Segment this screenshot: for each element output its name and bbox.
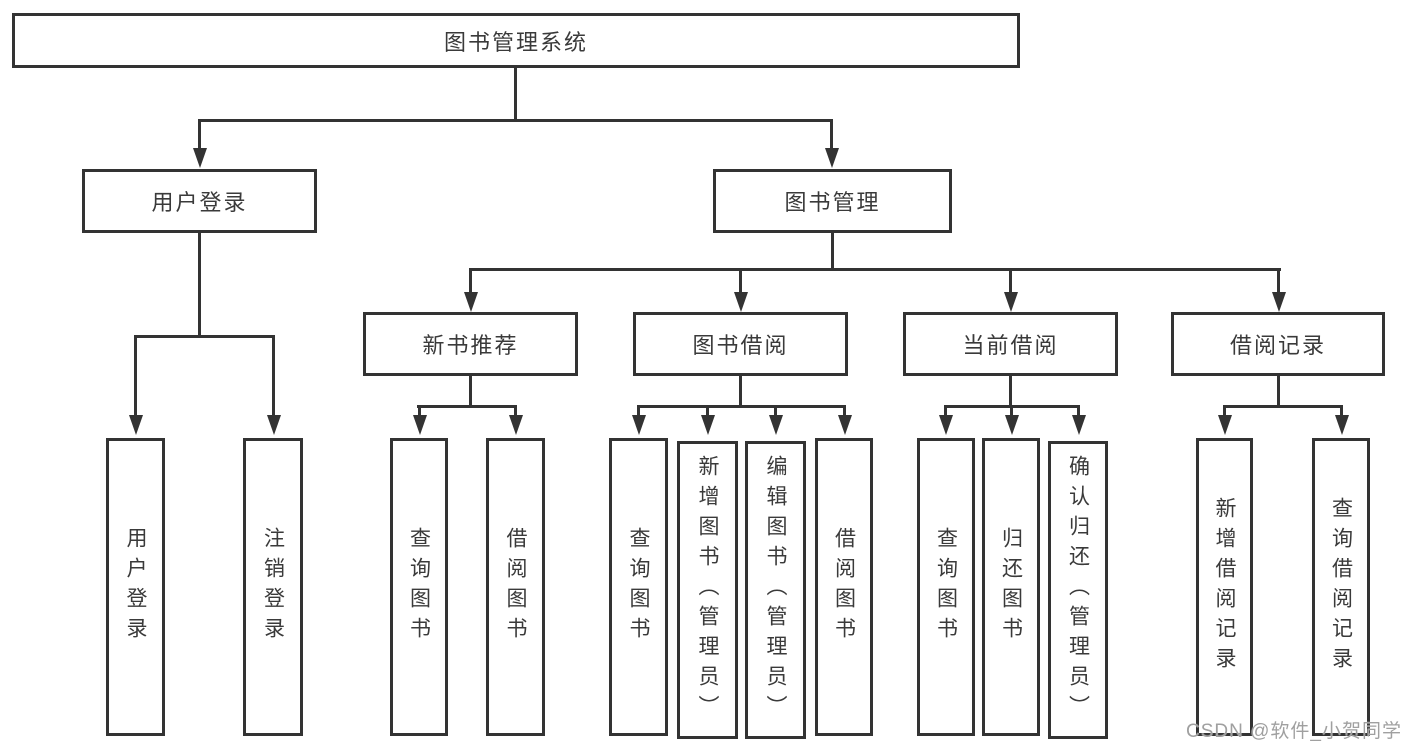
connector-branch: [469, 268, 1281, 271]
connector-stem: [739, 376, 742, 408]
leaf-current-confirm-return: 确认归还（管理员）: [1048, 441, 1108, 739]
leaf-label: 注销登录: [261, 527, 285, 647]
arrow-down-icon: [192, 119, 207, 168]
connector-stem: [1009, 376, 1012, 408]
node-current-borrow: 当前借阅: [903, 312, 1118, 376]
leaf-label: 查询图书: [627, 527, 650, 647]
leaf-label: 编辑图书（管理员）: [764, 455, 787, 725]
arrow-down-icon: [938, 405, 953, 435]
arrow-down-icon: [733, 268, 748, 312]
connector-branch: [198, 119, 832, 122]
leaf-borrow-query-book: 查询图书: [609, 438, 668, 736]
leaf-label: 查询借阅记录: [1329, 497, 1353, 677]
leaf-recommend-query-book: 查询图书: [390, 438, 448, 736]
leaf-logout: 注销登录: [243, 438, 303, 736]
leaf-label: 查询图书: [407, 527, 431, 647]
arrow-down-icon: [412, 405, 427, 435]
leaf-label: 新增图书（管理员）: [696, 455, 719, 725]
leaf-current-query-book: 查询图书: [917, 438, 975, 736]
connector-stem: [514, 68, 517, 122]
arrow-down-icon: [1003, 268, 1018, 312]
node-book-borrow: 图书借阅: [633, 312, 848, 376]
connector-stem: [198, 233, 201, 338]
leaf-current-return-book: 归还图书: [982, 438, 1040, 736]
node-new-book-recommend: 新书推荐: [363, 312, 578, 376]
arrow-down-icon: [128, 335, 143, 435]
leaf-label: 借阅图书: [832, 527, 856, 647]
arrow-down-icon: [824, 119, 839, 168]
leaf-user-login: 用户登录: [106, 438, 165, 736]
node-user-login: 用户登录: [82, 169, 317, 233]
csdn-watermark: CSDN @软件_小贺同学: [1186, 721, 1402, 742]
leaf-label: 确认归还（管理员）: [1066, 455, 1090, 725]
arrow-down-icon: [1071, 405, 1086, 435]
arrow-down-icon: [837, 405, 852, 435]
connector-stem: [831, 233, 834, 271]
arrow-down-icon: [266, 335, 281, 435]
connector-branch: [637, 405, 846, 408]
arrow-down-icon: [508, 405, 523, 435]
arrow-down-icon: [1271, 268, 1286, 312]
connector-branch: [134, 335, 275, 338]
leaf-borrow-edit-book: 编辑图书（管理员）: [745, 441, 806, 739]
arrow-down-icon: [463, 268, 478, 312]
leaf-label: 借阅图书: [504, 527, 527, 647]
connector-branch: [1223, 405, 1342, 408]
leaf-borrow-borrow-book: 借阅图书: [815, 438, 873, 736]
arrow-down-icon: [1004, 405, 1019, 435]
arrow-down-icon: [768, 405, 783, 435]
node-book-management: 图书管理: [713, 169, 952, 233]
leaf-label: 查询图书: [934, 527, 958, 647]
leaf-records-add-record: 新增借阅记录: [1196, 438, 1253, 736]
leaf-label: 用户登录: [124, 527, 147, 647]
leaf-label: 归还图书: [999, 527, 1023, 647]
leaf-recommend-borrow-book: 借阅图书: [486, 438, 545, 736]
leaf-borrow-add-book: 新增图书（管理员）: [677, 441, 738, 739]
node-library-management-system: 图书管理系统: [12, 13, 1020, 68]
node-borrow-records: 借阅记录: [1171, 312, 1385, 376]
arrow-down-icon: [700, 405, 715, 435]
connector-stem: [469, 376, 472, 408]
arrow-down-icon: [1334, 405, 1349, 435]
leaf-records-query-record: 查询借阅记录: [1312, 438, 1370, 736]
arrow-down-icon: [631, 405, 646, 435]
connector-branch: [417, 405, 517, 408]
leaf-label: 新增借阅记录: [1213, 497, 1236, 677]
connector-stem: [1277, 376, 1280, 408]
arrow-down-icon: [1217, 405, 1232, 435]
